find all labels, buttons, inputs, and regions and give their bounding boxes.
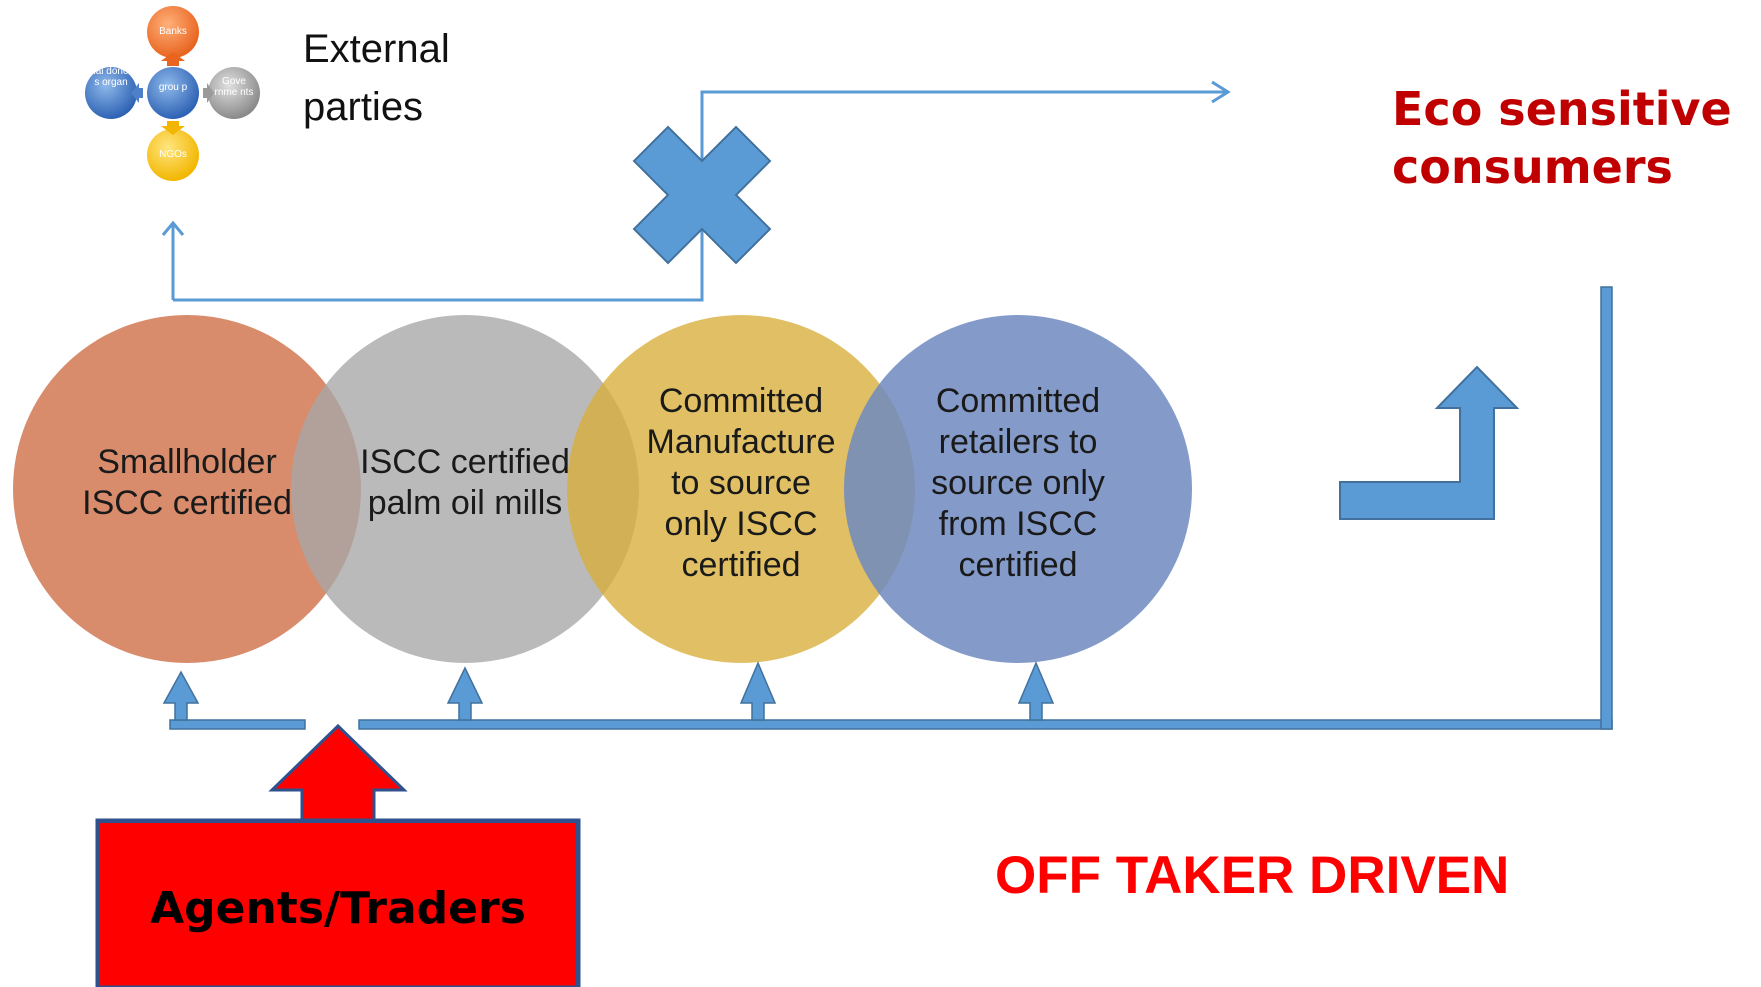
external-parties-cluster: [85, 6, 260, 181]
group-node: [147, 67, 199, 119]
donors-node: [85, 67, 137, 119]
external-parties-title: External parties: [303, 27, 450, 129]
retailers-label: Committed retailers to source only from …: [931, 382, 1105, 584]
circle-retailers: [844, 315, 1192, 663]
mills-label: ISCC certified palm oil mills: [360, 443, 570, 522]
group-label: grou p: [158, 82, 188, 93]
donors-label: nal donor s organ: [90, 66, 132, 88]
eco-consumers-label: Eco sensitive consumers: [1392, 82, 1732, 194]
cluster-arrow-right: [203, 83, 214, 103]
bottom-line-left: [169, 719, 306, 730]
circle-manufacture: [567, 315, 915, 663]
cluster-arrow-down: [161, 121, 185, 135]
banks-label: Banks: [159, 26, 187, 37]
up-arrow-icon: [446, 666, 484, 721]
cross-icon: [632, 125, 772, 265]
right-vertical-line: [1600, 286, 1613, 730]
ngos-label: NGOs: [159, 149, 187, 160]
up-arrow-icon: [1017, 661, 1055, 721]
cluster-arrow-up: [161, 52, 185, 66]
circle-smallholder: [13, 315, 361, 663]
bent-up-arrow-icon: [1339, 365, 1520, 520]
governments-node: [208, 67, 260, 119]
external-arrowhead: [161, 220, 185, 236]
value-chain-circles: [13, 315, 1192, 663]
bottom-line-main: [358, 719, 1613, 730]
up-arrow-icon: [162, 670, 200, 721]
circle-mills: [291, 315, 639, 663]
off-taker-driven-label: OFF TAKER DRIVEN: [995, 846, 1510, 905]
bottom-flow: [162, 286, 1613, 730]
cluster-arrow-left: [131, 83, 143, 103]
up-arrow-icon: [739, 661, 777, 721]
ngos-node: [147, 129, 199, 181]
manufacture-label: Committed Manufacture to source only ISC…: [646, 382, 836, 584]
banks-node: [147, 6, 199, 58]
governments-label: Gove rnme nts: [214, 76, 254, 98]
smallholder-label: Smallholder ISCC certified: [82, 443, 292, 522]
agents-traders-label: Agents/Traders: [150, 882, 526, 934]
consumer-arrowhead: [1211, 80, 1231, 104]
agents-traders-box: Agents/Traders: [97, 820, 579, 987]
